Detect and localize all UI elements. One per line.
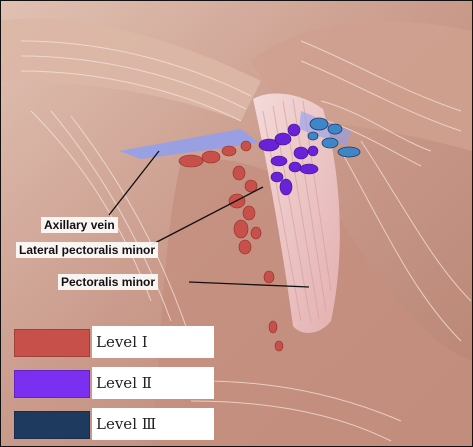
legend-swatch-level-2 [14,370,90,398]
legend-item-level-2: Level Ⅱ [14,367,214,399]
lymph-node-level-1 [239,240,251,254]
lymph-node-level-1 [233,166,245,180]
legend-item-level-1: Level Ⅰ [14,326,214,358]
legend-item-level-3: Level Ⅲ [14,408,214,440]
lymph-node-level-1 [243,206,255,220]
lymph-node-level-2 [280,179,292,195]
legend-label-level-3: Level Ⅲ [92,408,214,440]
lymph-node-level-1 [234,220,248,238]
lymph-node-level-2 [308,146,318,156]
lymph-node-level-2 [275,133,291,145]
legend-label-level-2: Level Ⅱ [92,367,214,399]
lymph-node-level-1 [202,151,220,163]
legend-label-level-1: Level Ⅰ [92,326,214,358]
lateral-pectoralis-minor-label: Lateral pectoralis minor [16,242,158,258]
axillary-vein-label: Axillary vein [41,217,118,233]
lymph-node-level-2 [300,164,318,174]
lymph-node-level-3 [322,138,338,148]
lymph-node-level-3 [338,147,360,157]
lymph-node-level-1 [241,141,251,151]
lymph-node-level-2 [289,162,301,172]
lymph-node-level-2 [294,147,308,159]
lymph-node-level-3 [328,124,342,134]
lymph-node-level-2 [288,124,300,136]
pectoralis-minor-label: Pectoralis minor [58,274,158,290]
lymph-node-level-3 [310,118,328,130]
lymph-node-level-1 [275,341,283,351]
lymph-node-level-1 [222,146,236,156]
lymph-node-level-1 [251,227,261,239]
lymph-node-level-2 [271,156,287,166]
legend-swatch-level-3 [14,411,90,439]
lymph-node-level-1 [264,271,274,283]
legend-swatch-level-1 [14,329,90,357]
lymph-node-level-1 [179,155,203,167]
lymph-node-level-3 [308,132,318,140]
lymph-node-level-2 [271,172,283,182]
lymph-node-level-1 [245,180,257,192]
lymph-node-level-1 [269,321,277,333]
